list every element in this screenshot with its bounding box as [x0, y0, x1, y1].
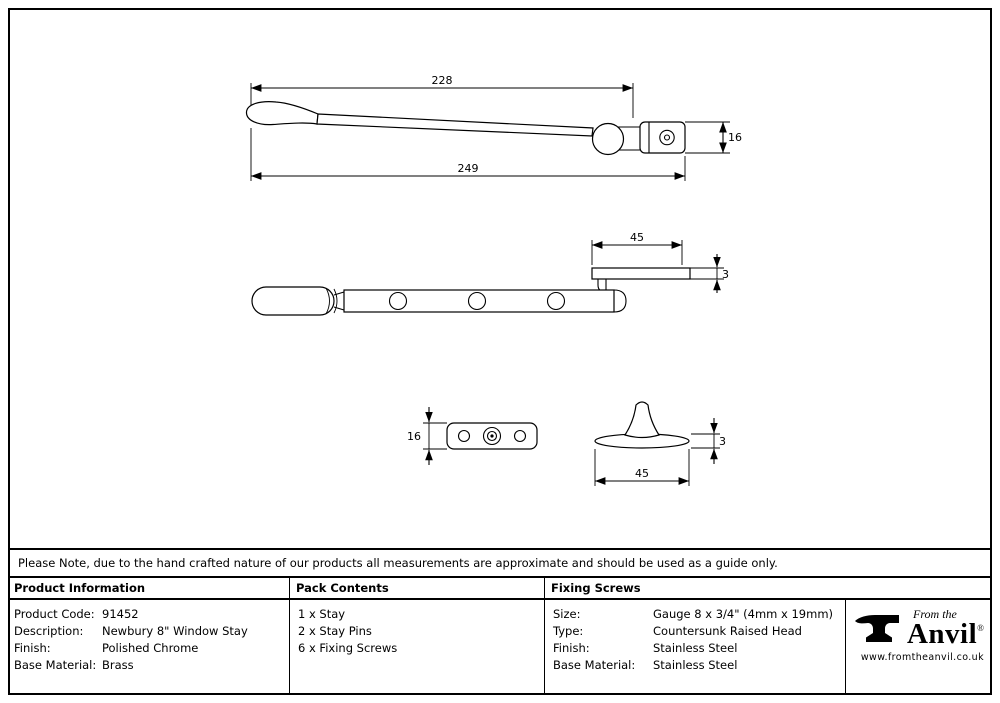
dim-3-plate-label: 3 [722, 268, 729, 281]
row-value: Brass [102, 657, 134, 672]
anvil-icon [854, 614, 899, 642]
list-item: 2 x Stay Pins [298, 623, 372, 638]
dim-3-pinbase-label: 3 [719, 435, 726, 448]
brand-logo: From the Anvil® www.fromtheanvil.co.uk [845, 600, 992, 695]
technical-drawing: 228 16 249 45 [245, 74, 742, 486]
header-product-information: Product Information [8, 578, 290, 600]
row-value: Gauge 8 x 3/4" (4mm x 19mm) [653, 606, 834, 621]
table-row: Type: Countersunk Raised Head [553, 622, 845, 639]
product-information-cell: Product Code: 91452 Description: Newbury… [8, 600, 290, 695]
row-label: Product Code: [14, 606, 95, 621]
row-label: Finish: [553, 640, 590, 655]
list-item: 6 x Fixing Screws [298, 640, 398, 655]
table-row: Size: Gauge 8 x 3/4" (4mm x 19mm) [553, 605, 845, 622]
dim-16-fixplate-label: 16 [407, 430, 421, 443]
registered-mark-icon: ® [977, 623, 985, 633]
row-label: Base Material: [553, 657, 636, 672]
row-value: Stainless Steel [653, 640, 738, 655]
stay-side-view-drawing: 228 16 249 [245, 74, 742, 181]
note-text: Please Note, due to the hand crafted nat… [18, 556, 778, 570]
fixing-screws-cell: Size: Gauge 8 x 3/4" (4mm x 19mm) Type: … [545, 600, 845, 695]
dim-228-label: 228 [432, 74, 453, 87]
logo-texts: From the Anvil® [907, 608, 984, 649]
table-row: Finish: Stainless Steel [553, 639, 845, 656]
note-bar: Please Note, due to the hand crafted nat… [8, 548, 992, 578]
row-label: Base Material: [14, 657, 97, 672]
sheet-frame [8, 8, 992, 695]
logo-name-text: Anvil [906, 618, 978, 650]
table-row: Product Code: 91452 [14, 605, 289, 622]
dim-45-plate-label: 45 [630, 231, 644, 244]
row-value: Polished Chrome [102, 640, 199, 655]
logo-lockup: From the Anvil® [846, 608, 992, 649]
dim-45-pinbase-label: 45 [635, 467, 649, 480]
row-label: Finish: [14, 640, 51, 655]
header-pack-contents: Pack Contents [290, 578, 545, 600]
dim-249-label: 249 [458, 162, 479, 175]
fixing-plate-drawing: 16 [407, 407, 538, 465]
stay-pin-drawing: 3 45 [594, 401, 726, 486]
dim-16-bracket-label: 16 [728, 131, 742, 144]
row-value: Countersunk Raised Head [653, 623, 802, 638]
pack-contents-cell: 1 x Stay 2 x Stay Pins 6 x Fixing Screws [290, 600, 545, 695]
row-label: Size: [553, 606, 581, 621]
table-row: Base Material: Stainless Steel [553, 656, 845, 673]
list-item: 1 x Stay [298, 606, 346, 621]
row-value: Newbury 8" Window Stay [102, 623, 248, 638]
table-row: Base Material: Brass [14, 656, 289, 673]
table-row: Description: Newbury 8" Window Stay [14, 622, 289, 639]
stay-plan-view-drawing: 45 3 [251, 231, 729, 316]
row-value: Stainless Steel [653, 657, 738, 672]
table-row: Finish: Polished Chrome [14, 639, 289, 656]
logo-name: Anvil® [907, 620, 984, 649]
header-fixing-screws: Fixing Screws [545, 578, 992, 600]
row-value: 91452 [102, 606, 139, 621]
logo-tagline: From the [912, 607, 957, 621]
row-label: Description: [14, 623, 84, 638]
row-label: Type: [553, 623, 584, 638]
logo-website: www.fromtheanvil.co.uk [860, 652, 984, 663]
